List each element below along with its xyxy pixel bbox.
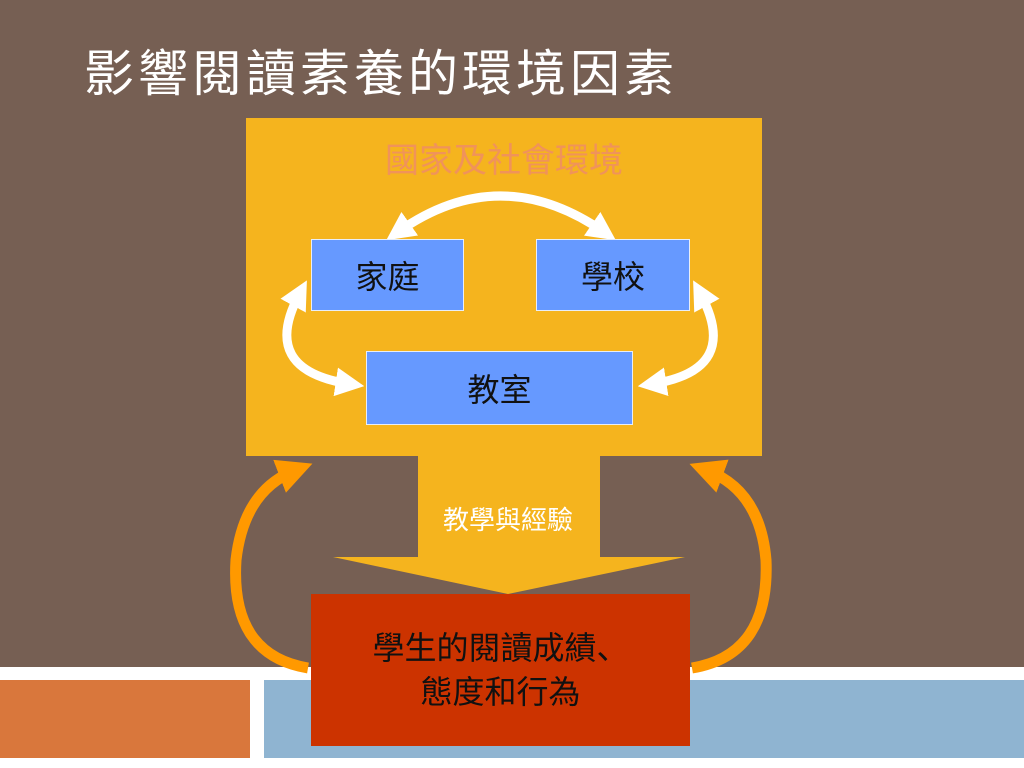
flow-label: 教學與經驗 (442, 506, 573, 536)
home-classroom-arrow (280, 280, 365, 397)
home-box: 家庭 (311, 239, 464, 311)
feedback-arrow-right (689, 459, 772, 674)
student-outcome-line-1: 學生的閱讀成績、 (372, 629, 629, 667)
student-outcome-line-2: 態度和行為 (420, 673, 581, 711)
footer-orange-block (0, 680, 250, 758)
slide-title: 影響閱讀素養的環境因素 (84, 45, 678, 103)
school-box: 學校 (536, 239, 690, 311)
feedback-arrow-left (230, 459, 313, 674)
student-outcome-box: 學生的閱讀成績、 態度和行為 (311, 594, 690, 746)
school-classroom-arrow (637, 280, 720, 397)
context-label: 國家及社會環境 (385, 141, 623, 181)
home-school-arrow (386, 191, 616, 241)
classroom-box: 教室 (366, 351, 633, 425)
